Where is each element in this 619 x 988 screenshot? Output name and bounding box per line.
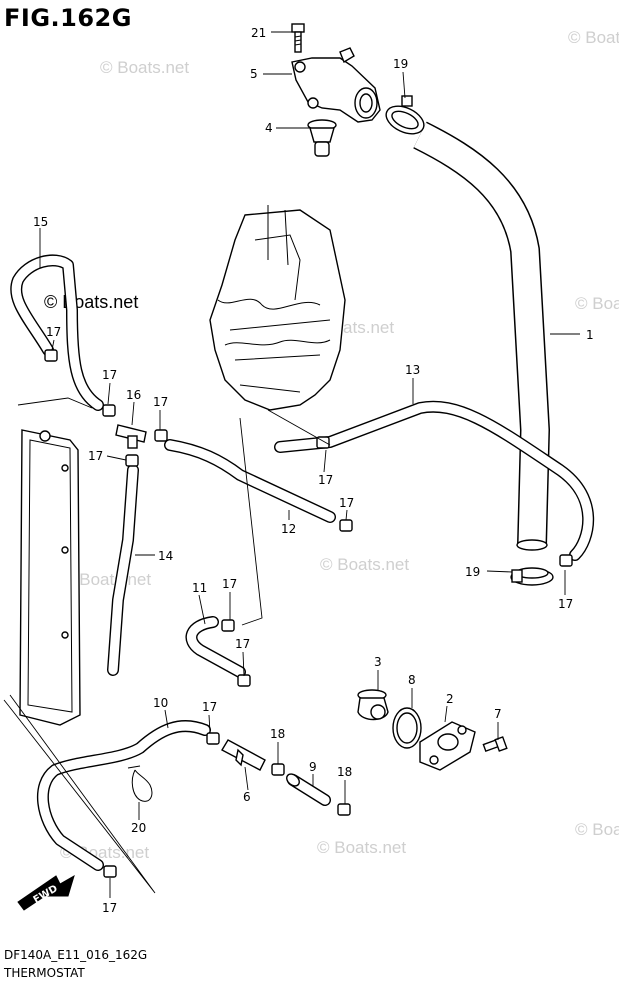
callout-17[interactable]: 17 — [222, 577, 237, 591]
callout-21[interactable]: 21 — [251, 26, 266, 40]
callout-17[interactable]: 17 — [46, 325, 61, 339]
callout-17[interactable]: 17 — [88, 449, 103, 463]
watermark-text: © Boats.net — [100, 58, 189, 77]
part-3-thermostat[interactable] — [357, 689, 389, 721]
callout-10[interactable]: 10 — [153, 696, 168, 710]
callout-13[interactable]: 13 — [405, 363, 420, 377]
engine-block — [209, 205, 346, 411]
part-6-joint[interactable] — [221, 739, 266, 771]
part-14-hose[interactable] — [107, 464, 139, 676]
callout-14[interactable]: 14 — [158, 549, 173, 563]
part-19-clamp-upper[interactable] — [382, 95, 428, 139]
callout-12[interactable]: 12 — [281, 522, 296, 536]
callout-15[interactable]: 15 — [33, 215, 48, 229]
watermark-text: © Boats.net — [575, 820, 619, 839]
section-name: THERMOSTAT — [4, 966, 85, 980]
part-20-clip[interactable] — [127, 765, 153, 802]
callout-labels: 21 5 19 4 1 15 17 17 16 17 17 13 17 17 1… — [33, 26, 594, 915]
part-21-bolt[interactable] — [291, 23, 305, 53]
callout-11[interactable]: 11 — [192, 581, 207, 595]
leader-lines — [3, 31, 580, 898]
watermark-text-dark: © Boats.net — [44, 292, 138, 312]
figure-title: FIG.162G — [4, 4, 132, 32]
callout-19[interactable]: 19 — [465, 565, 480, 579]
part-4-thermostat[interactable] — [307, 119, 337, 157]
callout-8[interactable]: 8 — [408, 673, 416, 687]
callout-17[interactable]: 17 — [102, 901, 117, 915]
part-1-large-hose[interactable] — [413, 121, 550, 551]
callout-17[interactable]: 17 — [153, 395, 168, 409]
part-10-hose[interactable] — [36, 720, 211, 871]
callout-17[interactable]: 17 — [339, 496, 354, 510]
callout-18[interactable]: 18 — [270, 727, 285, 741]
part-8-gasket[interactable] — [392, 707, 422, 749]
watermark-text: © Boats.net — [62, 570, 151, 589]
callout-20[interactable]: 20 — [131, 821, 146, 835]
clamps-17[interactable] — [44, 349, 573, 878]
cooler-plate — [19, 429, 81, 726]
part-19-clamp-lower[interactable] — [510, 567, 554, 586]
watermark-text: © Boats.net — [568, 28, 619, 47]
callout-18[interactable]: 18 — [337, 765, 352, 779]
callout-17[interactable]: 17 — [318, 473, 333, 487]
part-16-joint[interactable] — [115, 424, 147, 449]
part-12-hose[interactable] — [164, 439, 336, 523]
callout-17[interactable]: 17 — [202, 700, 217, 714]
callout-19[interactable]: 19 — [393, 57, 408, 71]
watermark-text: © Boats.net — [320, 555, 409, 574]
callout-5[interactable]: 5 — [250, 67, 258, 81]
callout-16[interactable]: 16 — [126, 388, 141, 402]
callout-1[interactable]: 1 — [586, 328, 594, 342]
part-9-hose[interactable] — [284, 772, 331, 806]
part-5-thermostat-cover[interactable] — [291, 47, 381, 123]
part-7-bolt[interactable] — [482, 736, 508, 753]
callout-17[interactable]: 17 — [102, 368, 117, 382]
callout-7[interactable]: 7 — [494, 707, 502, 721]
callout-4[interactable]: 4 — [265, 121, 273, 135]
callout-2[interactable]: 2 — [446, 692, 454, 706]
callout-17[interactable]: 17 — [558, 597, 573, 611]
part-2-cover[interactable] — [419, 721, 476, 771]
callout-9[interactable]: 9 — [309, 760, 317, 774]
part-11-hose[interactable] — [185, 616, 246, 678]
watermark-text: © Boats.net — [575, 294, 619, 313]
fwd-arrow: FWD — [17, 874, 75, 911]
callout-17[interactable]: 17 — [235, 637, 250, 651]
part-13-hose[interactable] — [274, 400, 595, 561]
callout-6[interactable]: 6 — [243, 790, 251, 804]
callout-3[interactable]: 3 — [374, 655, 382, 669]
part-15-hose[interactable] — [10, 254, 104, 411]
watermark-text: © Boats.net — [317, 838, 406, 857]
diagram-code: DF140A_E11_016_162G — [4, 948, 148, 962]
